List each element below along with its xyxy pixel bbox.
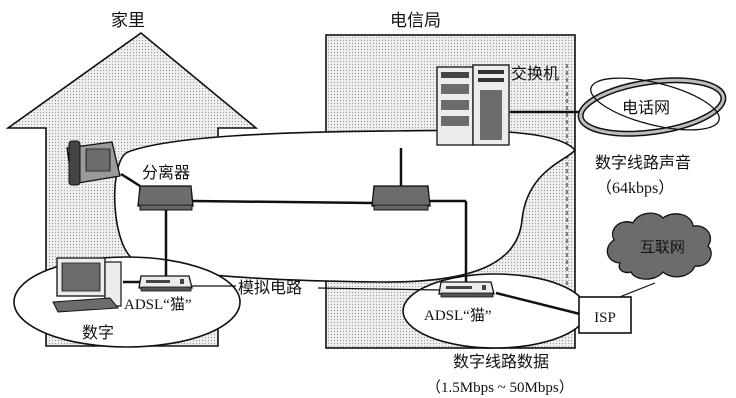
office-label: 电信局 <box>390 11 441 31</box>
exchange-label: 交换机 <box>511 64 559 83</box>
digital-data-rate-label: （1.5Mbps ~ 50Mbps） <box>426 379 574 396</box>
isp-label: ISP <box>594 310 616 326</box>
office-modem-label: ADSL“猫” <box>424 307 492 324</box>
splitter-device-icon <box>137 185 194 211</box>
splitter-label: 分离器 <box>142 163 190 182</box>
analog-line <box>192 285 441 291</box>
connection-lines <box>120 110 585 317</box>
home-label: 家里 <box>111 11 145 31</box>
computer-icon <box>52 257 122 313</box>
phone-network-ring <box>577 77 727 137</box>
isp-box: ISP <box>578 296 632 334</box>
office-splitter-icon <box>371 185 431 211</box>
cloud-icon <box>606 212 712 280</box>
analog-circuit-label: 模拟电路 <box>238 278 302 297</box>
phone-network-label: 电话网 <box>622 98 670 117</box>
office-modem-icon <box>438 281 495 298</box>
digital-voice-line-label: 数字线路声音 <box>595 153 691 172</box>
home-modem-label: ADSL“猫” <box>124 296 192 313</box>
exchange-server-icon <box>436 64 510 146</box>
telephone-icon <box>66 140 121 186</box>
internet-label: 互联网 <box>640 238 685 256</box>
digital-label: 数字 <box>82 323 114 342</box>
modem-icon <box>138 275 193 292</box>
digital-data-line-label: 数字线路数据 <box>453 352 549 371</box>
digital-voice-rate-label: （64kbps） <box>596 179 674 197</box>
